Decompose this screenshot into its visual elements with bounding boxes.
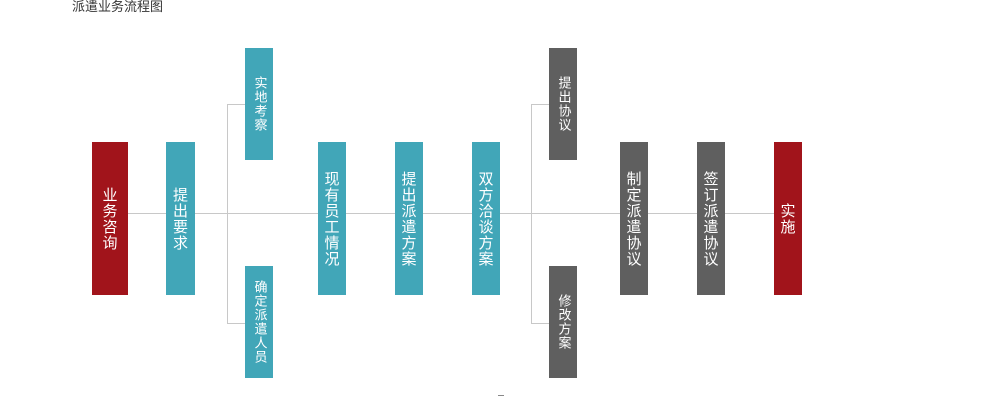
node-submit-request: 提出要求 xyxy=(166,142,195,295)
node-business-consult: 业务咨询 xyxy=(92,142,128,295)
bottom-tick-mark xyxy=(498,395,504,396)
node-propose-agreement: 提出协议 xyxy=(549,48,577,160)
branch-line-left-top xyxy=(227,104,247,105)
node-site-survey: 实地考察 xyxy=(245,48,273,160)
node-revise-plan: 修改方案 xyxy=(549,266,577,378)
node-confirm-staff: 确定派遣人员 xyxy=(245,266,273,378)
branch-line-left-bottom xyxy=(227,323,247,324)
branch-line-right-bottom xyxy=(531,323,551,324)
branch-line-right-vertical xyxy=(531,104,532,324)
main-connector-line xyxy=(100,213,780,214)
node-sign-agreement: 签订派遣协议 xyxy=(697,142,725,295)
node-implement: 实施 xyxy=(774,142,802,295)
page-title: 派遣业务流程图 xyxy=(72,0,164,15)
node-draft-agreement: 制定派遣协议 xyxy=(620,142,648,295)
node-current-staff: 现有员工情况 xyxy=(318,142,346,295)
node-propose-plan: 提出派遣方案 xyxy=(395,142,423,295)
branch-line-left-vertical xyxy=(227,104,228,324)
branch-line-right-top xyxy=(531,104,551,105)
node-negotiate-plan: 双方洽谈方案 xyxy=(472,142,500,295)
